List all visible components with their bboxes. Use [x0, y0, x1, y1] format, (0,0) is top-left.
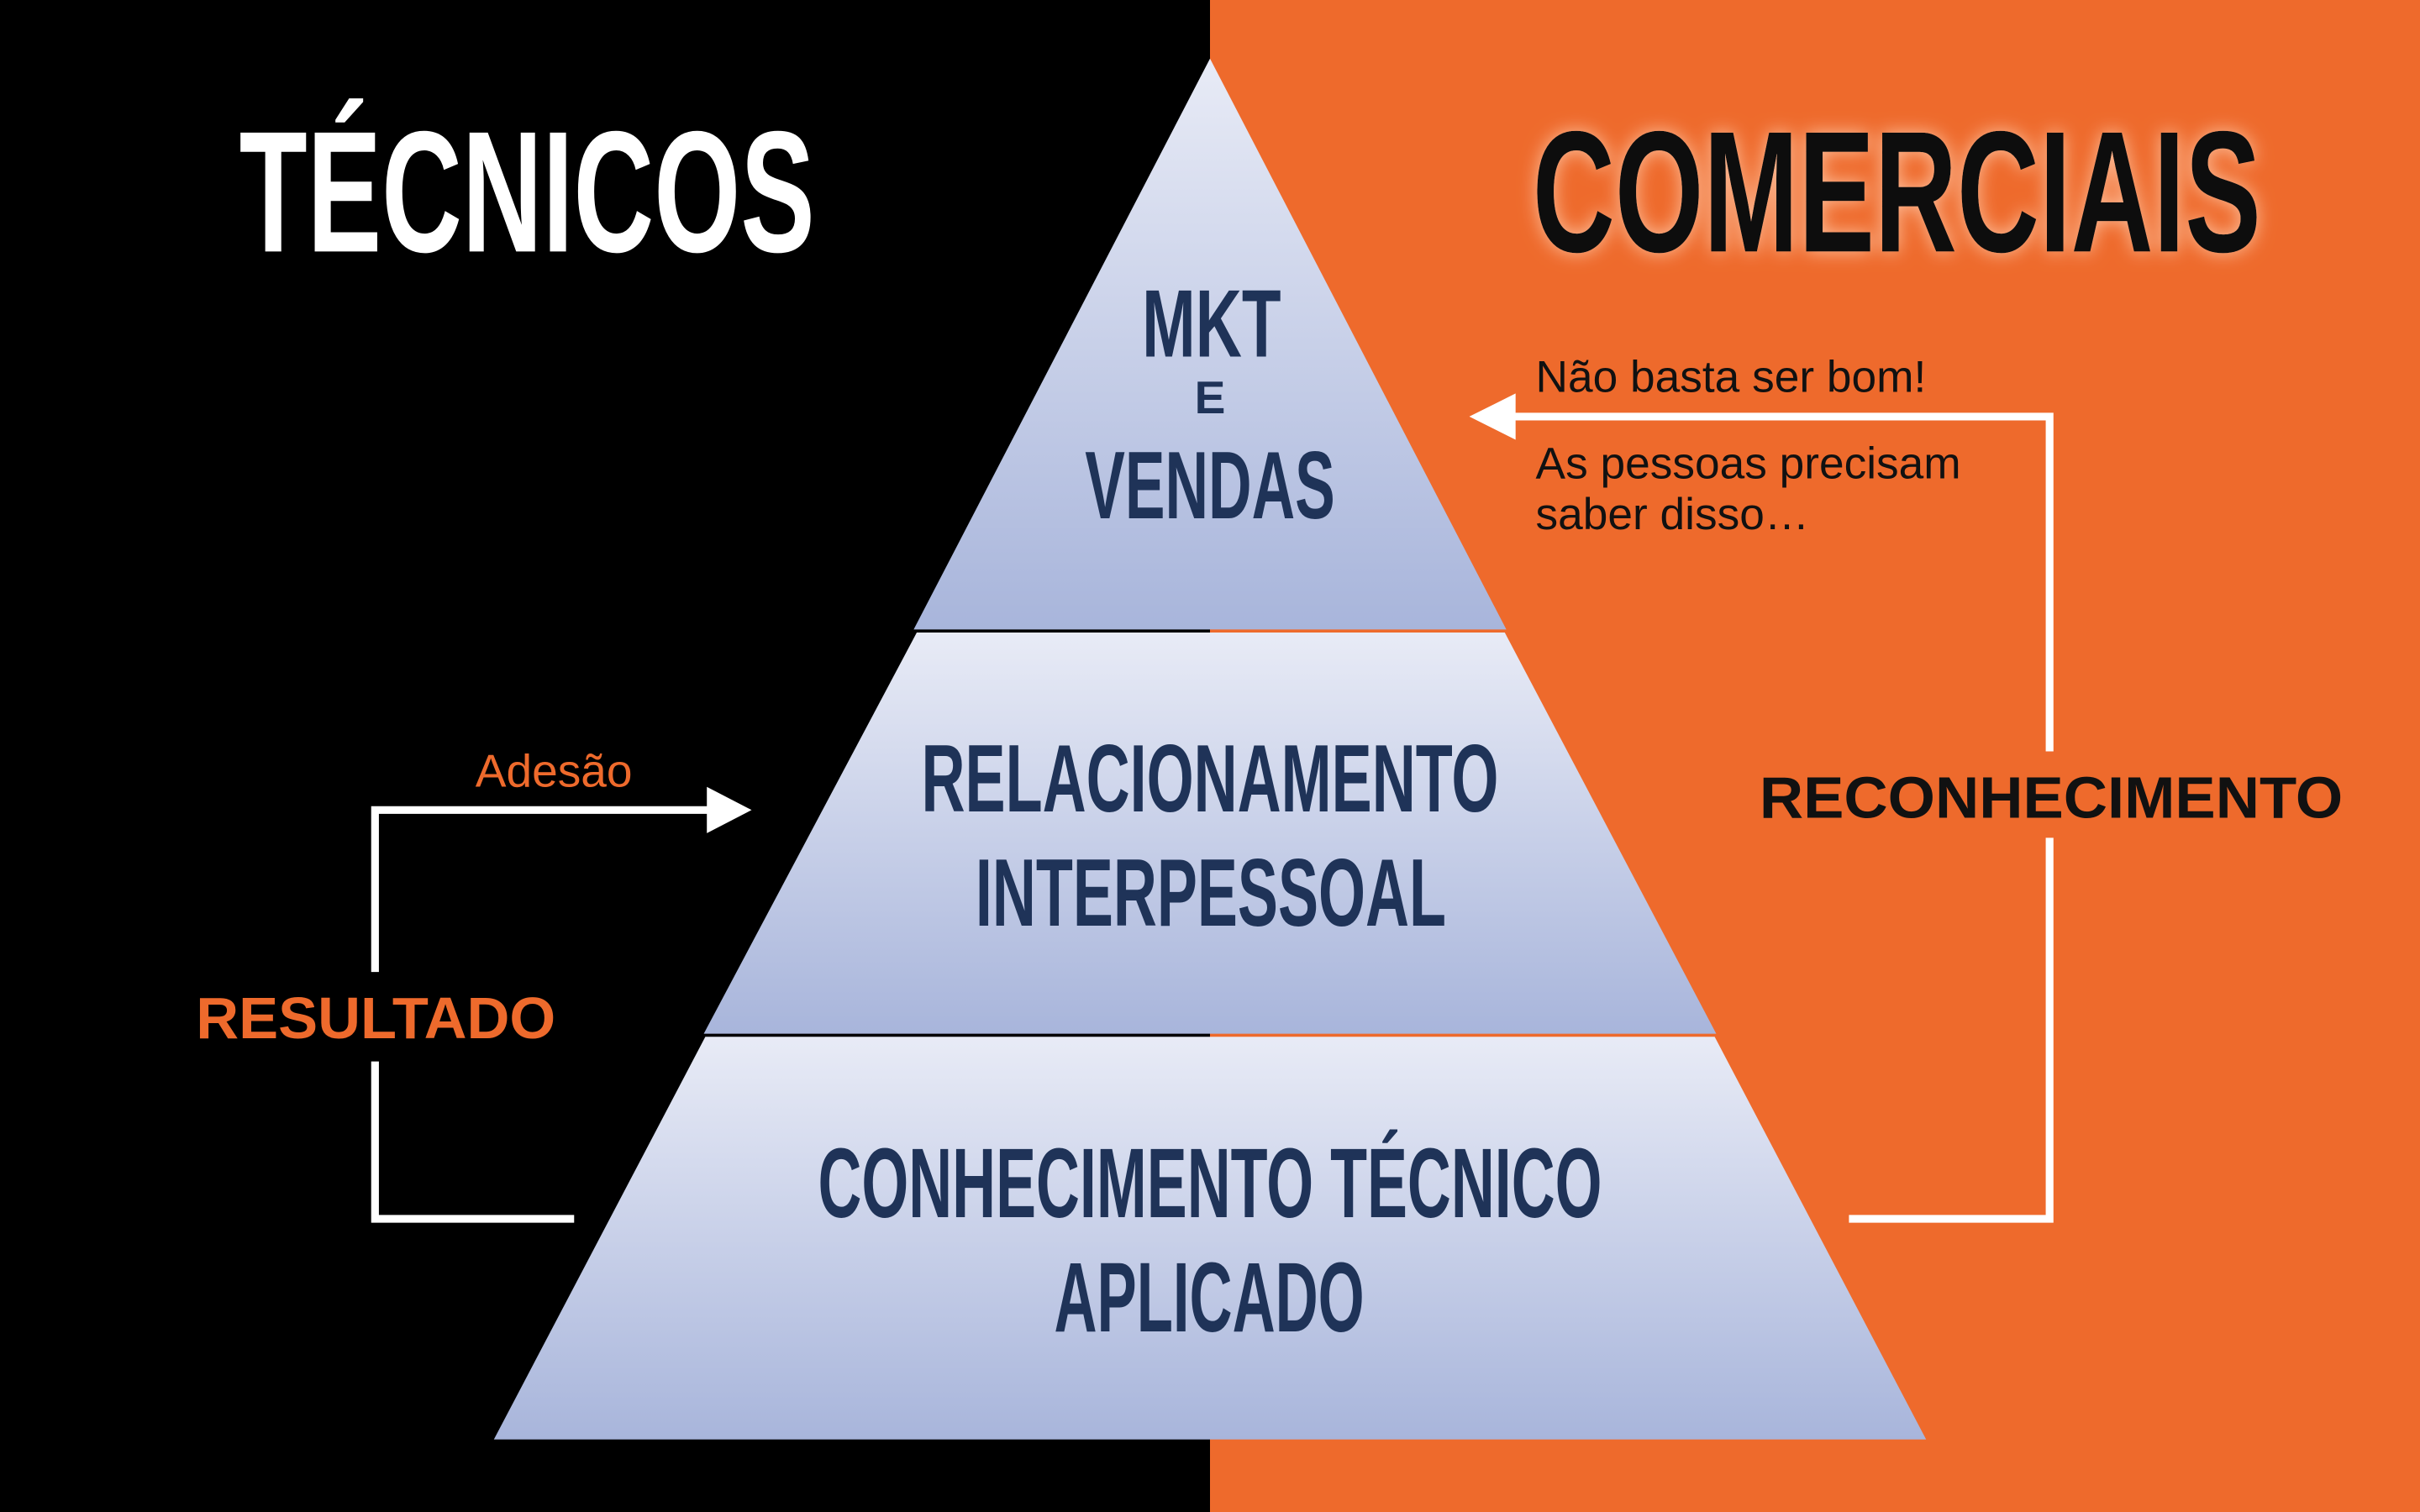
pyramid-middle-line2: INTERPESSOAL [976, 840, 1446, 947]
resultado-label: RESULTADO [196, 985, 555, 1051]
pyramid-top-line1: MKT [1142, 270, 1281, 377]
arrowhead-right-icon [707, 786, 752, 833]
pyramid-bottom-line2: APLICADO [1054, 1242, 1364, 1352]
arrowhead-left-icon [1469, 393, 1516, 440]
pyramid-middle-band [703, 633, 1717, 1034]
pyramid-bottom-band [493, 1037, 1927, 1440]
adesao-label: Adesão [476, 745, 633, 797]
pyramid-top-line3: VENDAS [1085, 433, 1335, 539]
note-line1: Não basta ser bom! [1536, 353, 1927, 402]
pyramid-top-band [913, 58, 1507, 630]
header-comerciais: COMERCIAIS [1533, 95, 2261, 288]
resultado-loop [371, 806, 713, 1223]
pyramid-bottom-line1: CONHECIMENTO TÉCNICO [818, 1128, 1602, 1238]
reconhecimento-loop [1504, 412, 2054, 1223]
pyramid-top-line2: E [1195, 371, 1226, 423]
reconhecimento-label: RECONHECIMENTO [1760, 764, 2343, 830]
note-line2: As pessoas precisam [1536, 438, 1961, 488]
pyramid-middle-line1: RELACIONAMENTO [922, 726, 1499, 832]
header-tecnicos: TÉCNICOS [239, 95, 815, 288]
note-line3: saber disso… [1536, 490, 1810, 539]
